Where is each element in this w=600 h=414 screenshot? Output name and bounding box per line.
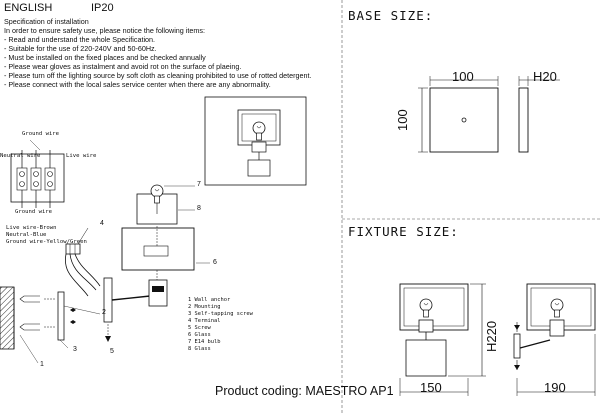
callout-8: 8 <box>197 205 201 212</box>
ground-wire-label: Ground wire <box>22 131 60 137</box>
parts-list-item: 5 Screw <box>188 325 211 331</box>
fixture-width-label: 150 <box>420 380 442 395</box>
live-wire-label: Live wire <box>66 153 97 159</box>
fixture-front-view <box>399 283 486 396</box>
base-front-view <box>418 76 499 153</box>
base-width-label: 100 <box>452 69 474 84</box>
callout-4: 4 <box>100 220 104 227</box>
spec-line: - Must be installed on the fixed places … <box>4 53 206 62</box>
callout-3: 3 <box>73 346 77 353</box>
wiring-assembly <box>64 227 101 297</box>
wire-color-legend: Live wire-Brown <box>6 225 57 231</box>
fixture-height-label: H220 <box>484 320 499 352</box>
spec-line: - Suitable for the use of 220-240V and 5… <box>4 44 157 53</box>
spec-title: Specification of installation <box>4 17 89 26</box>
fixture-size-title: FIXTURE SIZE: <box>348 224 459 239</box>
callout-6: 6 <box>213 259 217 266</box>
product-coding: Product coding: MAESTRO AP1 <box>215 384 394 398</box>
wire-color-legend: Neutral-Blue <box>6 232 47 238</box>
spec-line: In order to ensure safety use, please no… <box>4 26 205 35</box>
parts-list-item: 6 Glass <box>188 332 211 338</box>
wall-mounting <box>0 286 101 364</box>
exploded-fixture <box>103 184 210 342</box>
fixture-preview <box>204 96 307 186</box>
neutral-wire-label: Neutral wire <box>0 153 41 159</box>
callout-5: 5 <box>110 348 114 355</box>
base-side-view <box>518 76 560 153</box>
ground-wire-label-bottom: Ground wire <box>15 209 53 215</box>
wire-color-legend: Ground wire-Yellow/Green <box>6 239 87 245</box>
terminal-block <box>10 139 65 208</box>
parts-list-item: 1 Wall anchor <box>188 297 231 303</box>
base-height-label: 100 <box>395 109 410 131</box>
fixture-depth-label: 190 <box>544 380 566 395</box>
spec-line: - Please wear gloves as instalment and a… <box>4 62 242 71</box>
callout-2: 2 <box>102 309 106 316</box>
callout-1: 1 <box>40 361 44 368</box>
parts-list-item: 8 Glass <box>188 346 211 352</box>
spec-line: - Read and understand the whole Specific… <box>4 35 156 44</box>
parts-list-item: 7 E14 bulb <box>188 339 221 345</box>
callout-7: 7 <box>197 181 201 188</box>
parts-list-item: 4 Terminal <box>188 318 221 324</box>
language-label: ENGLISH <box>4 2 53 14</box>
spec-line: - Please connect with the local sales se… <box>4 80 271 89</box>
parts-list-item: 3 Self-tapping screw <box>188 311 253 317</box>
parts-list-item: 2 Mounting <box>188 304 221 310</box>
spec-line: - Please turn off the lighting source by… <box>4 71 312 80</box>
ip-rating: IP20 <box>91 2 114 14</box>
fixture-side-view <box>513 283 596 396</box>
base-size-title: BASE SIZE: <box>348 8 434 23</box>
base-depth-label: H20 <box>533 69 557 84</box>
